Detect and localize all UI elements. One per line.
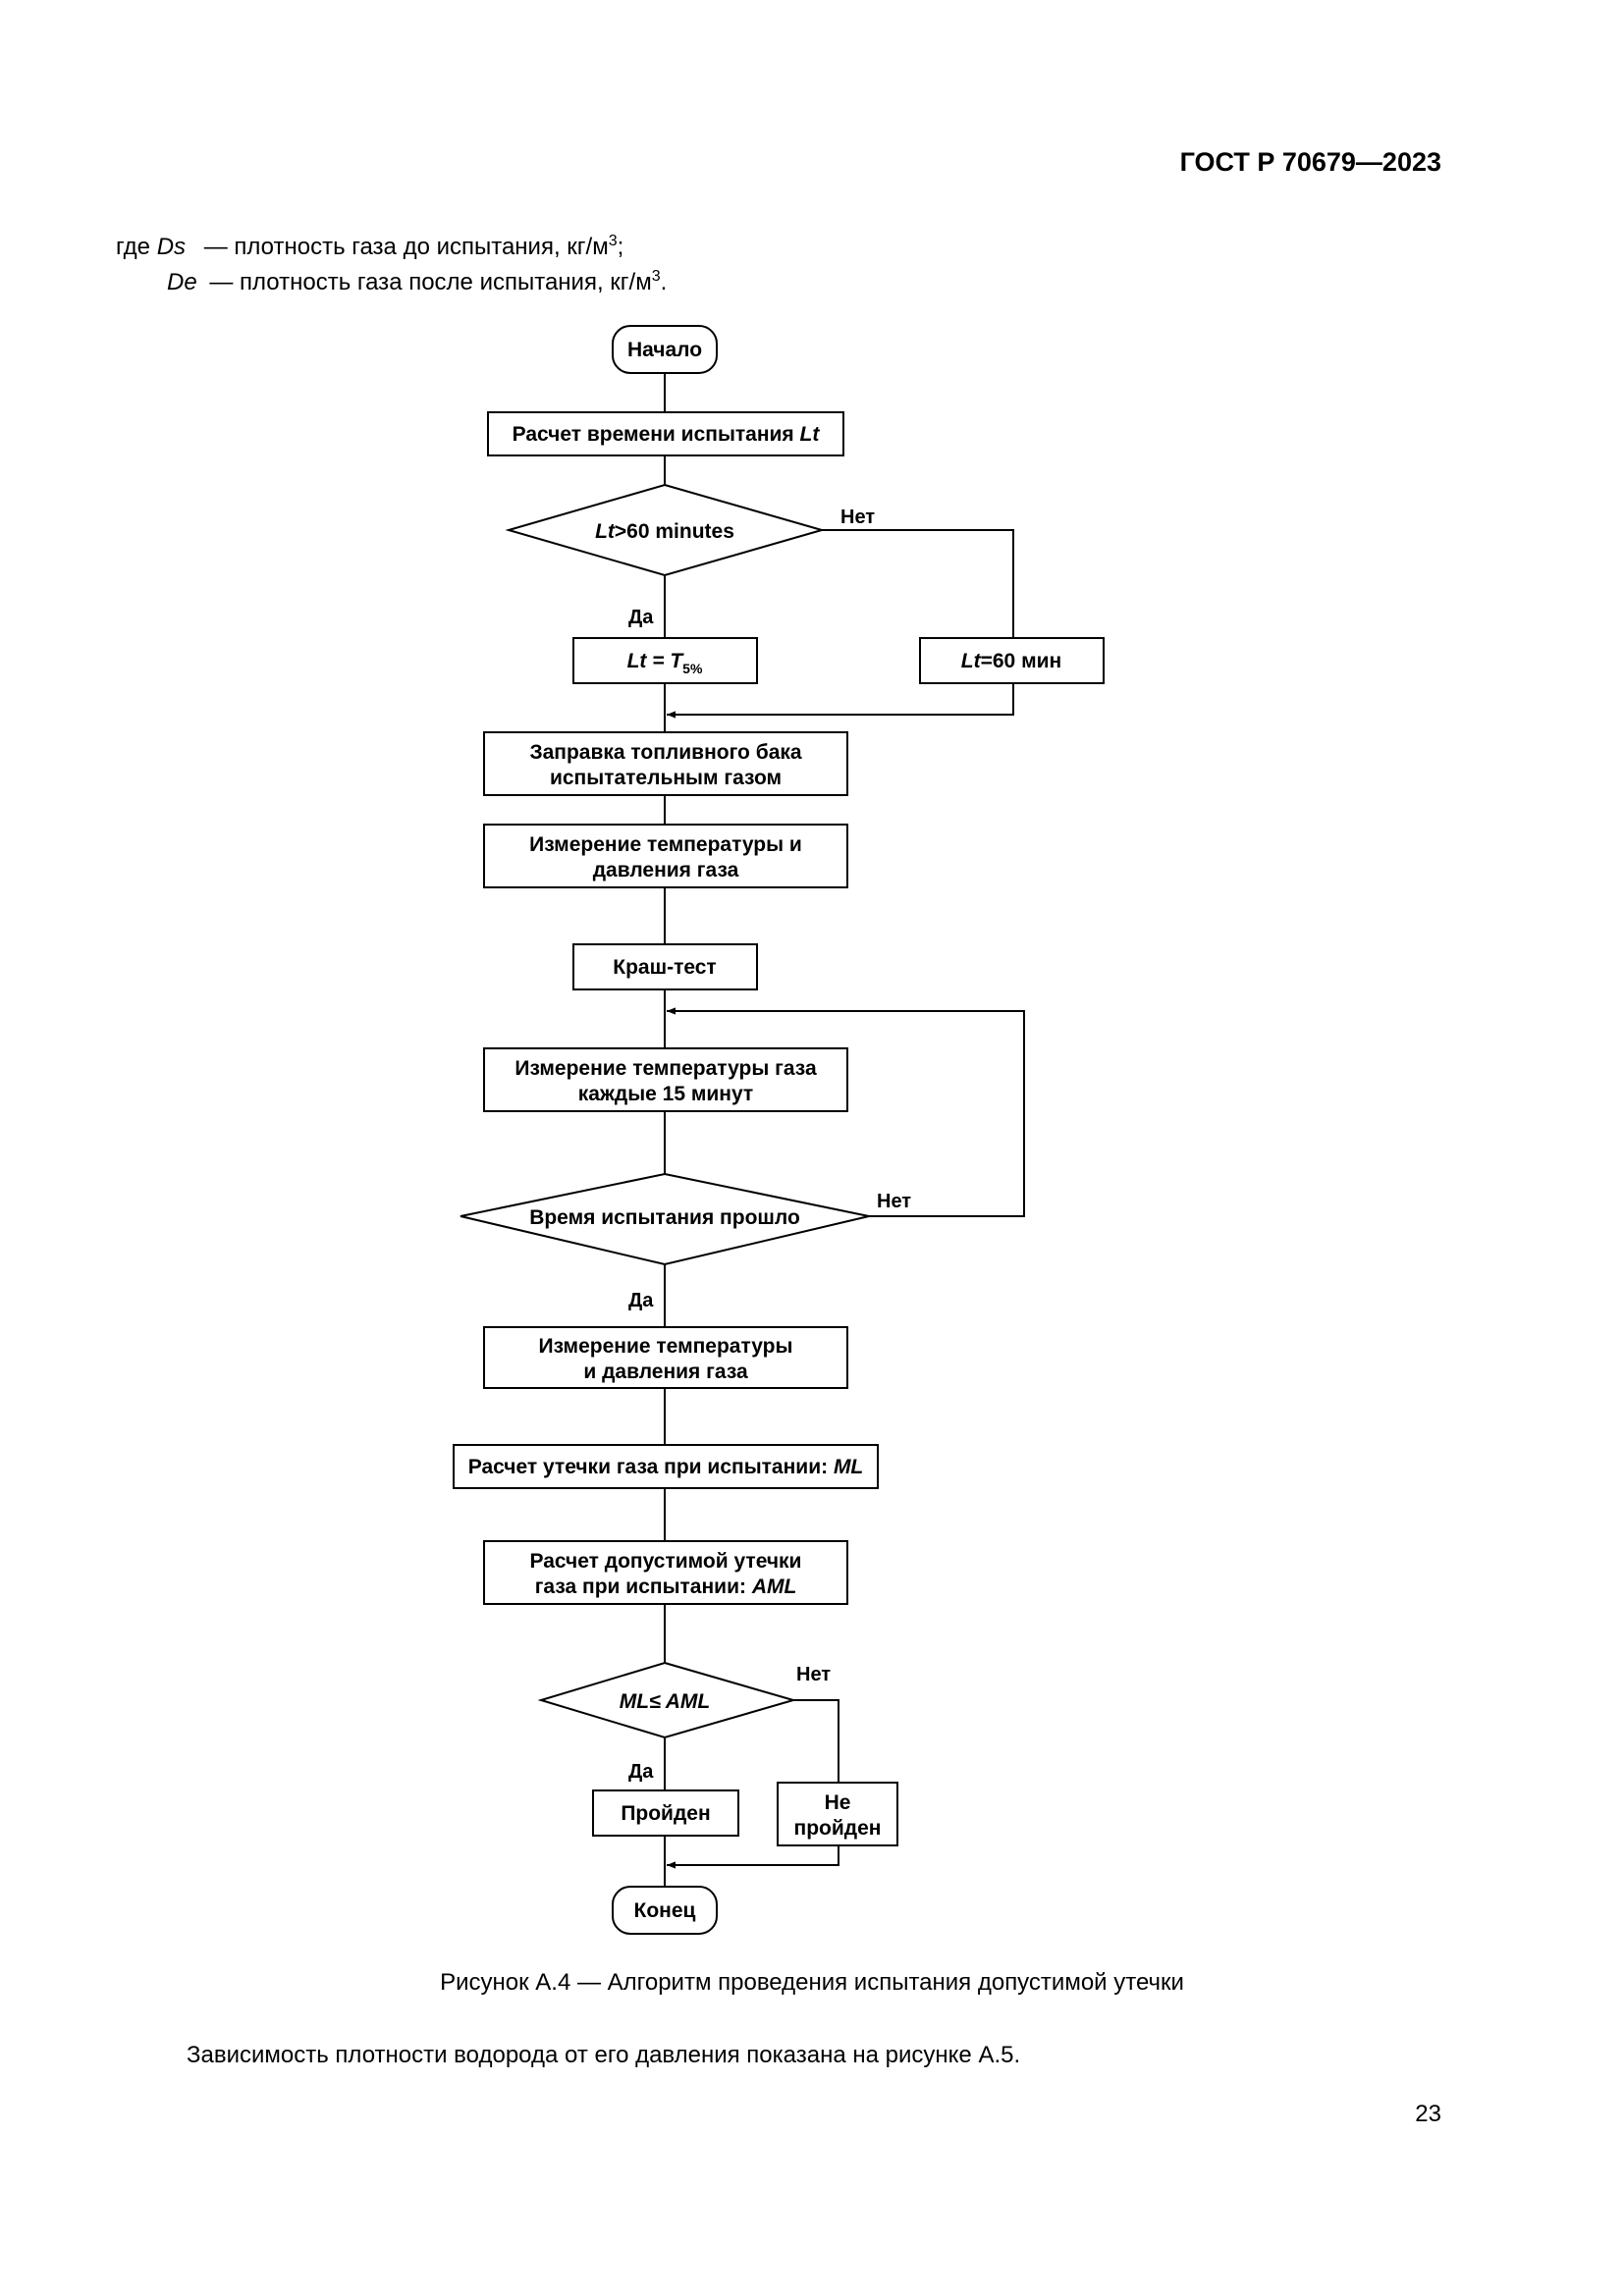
definition-text: плотность газа до испытания, кг/м [234, 234, 609, 260]
measure-15min-line2: каждые 15 минут [578, 1083, 753, 1105]
lt-60-text: =60 мин [981, 650, 1062, 672]
lt-60-box [919, 637, 1105, 684]
figure-caption: Рисунок А.4 — Алгоритм проведения испыта… [440, 1969, 1184, 1996]
passed-box [592, 1789, 739, 1837]
yes-label-2: Да [628, 1290, 654, 1311]
measure-2-line1: Измерение температуры [539, 1335, 793, 1358]
lt-t5-var: Lt = T [627, 650, 685, 672]
measure-15min-box [483, 1047, 848, 1112]
measure-15min-line1: Измерение температуры газа [514, 1057, 817, 1080]
failed-line2: пройден [794, 1817, 882, 1840]
calc-aml-line2: газа при испытании: AML [535, 1575, 797, 1598]
decision-time-elapsed [460, 1172, 870, 1266]
failed-line1: Не [825, 1791, 851, 1814]
yes-label-1: Да [628, 607, 654, 628]
fill-tank-line2: испытательным газом [550, 767, 782, 789]
decision-lt-60-text: >60 minutes [615, 520, 734, 543]
decision-lt-60 [505, 483, 826, 577]
definition-lead: где [116, 234, 151, 260]
calc-time-label: Расчет времени испытания Lt [513, 423, 821, 446]
lt-60-var: Lt [961, 650, 982, 672]
measure-2-line2: и давления газа [583, 1361, 748, 1383]
definition-sup: 3 [651, 268, 661, 285]
fill-tank-box [483, 731, 848, 796]
crash-test-box [572, 943, 758, 990]
calc-aml-var: AML [751, 1575, 797, 1598]
calc-ml-text: Расчет утечки газа при испытании: [468, 1456, 834, 1478]
calc-aml-box [483, 1540, 848, 1605]
body-paragraph: Зависимость плотности водорода от его да… [187, 2042, 1021, 2068]
measure-temp-pressure-box-2 [483, 1326, 848, 1389]
lt-t5-box [572, 637, 758, 684]
no-label-3: Нет [796, 1664, 831, 1685]
lt-60-label: Lt=60 мин [961, 650, 1061, 672]
calc-aml-text: газа при испытании: [535, 1575, 752, 1598]
end-terminal [612, 1886, 718, 1935]
decision-lt-60-var: Lt [595, 520, 616, 543]
start-label: Начало [627, 339, 702, 361]
measure-1-line1: Измерение температуры и [529, 833, 802, 856]
lt-t5-sub: 5% [682, 661, 703, 676]
decision-ml-aml-label: ML≤ AML [620, 1690, 710, 1713]
definition-symbol: Ds [156, 234, 187, 260]
no-label-1: Нет [840, 507, 875, 528]
calc-aml-line1: Расчет допустимой утечки [530, 1550, 802, 1573]
definition-end: ; [617, 234, 624, 260]
connector-lines [664, 373, 1025, 1887]
definition-symbol: De [167, 269, 197, 295]
definition-dash: — [209, 269, 234, 295]
calc-time-var: Lt [800, 423, 821, 446]
definition-text: плотность газа после испытания, кг/м [240, 269, 652, 295]
yes-label-3: Да [628, 1761, 654, 1783]
definition-dash: — [203, 234, 228, 260]
calc-ml-var: ML [834, 1456, 863, 1478]
document-code: ГОСТ Р 70679—2023 [1179, 147, 1441, 177]
no-label-2: Нет [877, 1191, 911, 1212]
definition-de: De — плотность газа после испытания, кг/… [167, 269, 667, 296]
calc-time-box [487, 411, 844, 456]
start-terminal [612, 325, 718, 374]
decision-lt-60-label: Lt>60 minutes [595, 520, 734, 543]
crash-test-label: Краш-тест [613, 956, 716, 979]
calc-time-text: Расчет времени испытания [513, 423, 800, 446]
lt-t5-label: Lt = T5% [627, 650, 703, 676]
fill-tank-line1: Заправка топливного бака [529, 741, 801, 764]
failed-box [777, 1782, 898, 1846]
decision-ml-aml [537, 1661, 797, 1739]
page-number: 23 [1415, 2101, 1441, 2127]
end-label: Конец [634, 1899, 696, 1922]
measure-1-line2: давления газа [593, 859, 739, 881]
definition-sup: 3 [608, 233, 618, 249]
measure-temp-pressure-box-1 [483, 824, 848, 888]
calc-ml-box [453, 1444, 879, 1489]
decision-time-elapsed-label: Время испытания прошло [529, 1206, 800, 1229]
passed-label: Пройден [621, 1802, 710, 1825]
definition-end: . [660, 269, 668, 295]
calc-ml-label: Расчет утечки газа при испытании: ML [468, 1456, 864, 1478]
definition-ds: где Ds — плотность газа до испытания, кг… [116, 234, 623, 261]
